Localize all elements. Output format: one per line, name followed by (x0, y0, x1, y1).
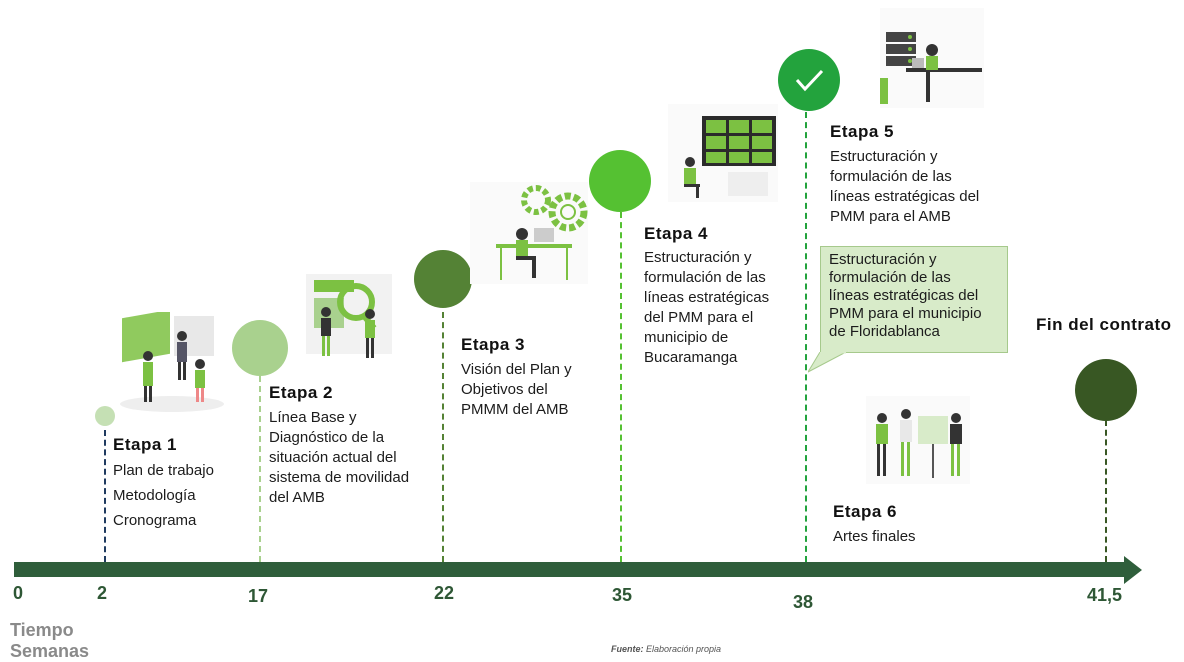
text-line: formulación de las (830, 168, 952, 185)
tick-label: 2 (97, 583, 108, 603)
stage2-title: Etapa 2 (269, 383, 333, 402)
axis-label: Tiempo Semanas (10, 620, 89, 662)
text-line: situación actual del (269, 449, 397, 466)
text-line: Línea Base y (269, 409, 357, 426)
stage1-items: Plan de trabajo Metodología Cronograma (113, 458, 214, 533)
stage5-marker (778, 49, 840, 111)
text-line: Diagnóstico de la (269, 429, 385, 446)
source-prefix: Fuente: (611, 644, 644, 654)
stage5-title: Etapa 5 (830, 122, 894, 141)
stage5-description: Estructuración y formulación de las líne… (830, 147, 979, 227)
tick-label: 38 (793, 592, 814, 612)
stage2-marker (232, 320, 288, 376)
tick-label: 22 (434, 583, 455, 603)
axis-label-line: Semanas (10, 641, 90, 661)
callout-pointer (808, 352, 847, 373)
stage2-description: Línea Base y Diagnóstico de la situación… (269, 408, 409, 508)
stage3-guide (442, 312, 444, 562)
stage5-guide (805, 112, 807, 562)
list-item: Metodología (113, 487, 196, 504)
text-line: Estructuración y (644, 249, 752, 266)
text-line: de Floridablanca (829, 323, 940, 340)
stage4-guide (620, 212, 622, 562)
tick-label: 17 (248, 586, 269, 606)
text-line: formulación de las (644, 269, 766, 286)
text-line: del AMB (269, 489, 325, 506)
text-line: PMM para el municipio (829, 305, 982, 322)
text-line: Estructuración y (830, 148, 938, 165)
floridablanca-callout: Estructuración y formulación de las líne… (820, 246, 1008, 353)
stage4-description: Estructuración y formulación de las líne… (644, 248, 769, 368)
text-line: Objetivos del (461, 381, 548, 398)
text-line: PMM para el AMB (830, 208, 951, 225)
text-line: sistema de movilidad (269, 469, 410, 486)
end-guide (1105, 420, 1107, 562)
list-item: Plan de trabajo (113, 462, 214, 479)
stage3-title: Etapa 3 (461, 335, 525, 354)
tick-label: 0 (13, 583, 24, 603)
stage3-illustration (470, 182, 588, 284)
text-line: Estructuración y (829, 251, 937, 268)
text-line: del PMM para el (644, 309, 754, 326)
end-marker (1075, 359, 1137, 421)
stage2-illustration (306, 274, 392, 358)
stage6-illustration (866, 396, 970, 484)
stage3-marker (414, 250, 472, 308)
stage1-guide (104, 430, 106, 562)
source-note: Fuente: Elaboración propia (611, 644, 721, 654)
stage1-illustration (120, 312, 224, 412)
text-line: Artes finales (833, 528, 916, 545)
stage3-description: Visión del Plan y Objetivos del PMMM del… (461, 360, 572, 420)
text-line: formulación de las (829, 269, 951, 286)
text-line: líneas estratégicas del (829, 287, 979, 304)
stage5-illustration (880, 8, 984, 108)
axis-label-line: Tiempo (10, 620, 74, 640)
list-item: Cronograma (113, 512, 197, 529)
stage6-description: Artes finales (833, 527, 916, 547)
tick-label: 41,5 (1087, 585, 1123, 605)
stage4-illustration (668, 104, 778, 202)
source-text: Elaboración propia (643, 644, 722, 654)
stage2-guide (259, 376, 261, 562)
text-line: líneas estratégicas del (830, 188, 980, 205)
stage4-marker (589, 150, 651, 212)
stage1-marker (95, 406, 115, 426)
stage6-title: Etapa 6 (833, 502, 897, 521)
checkmark-icon (795, 69, 824, 92)
stage1-title: Etapa 1 (113, 435, 177, 454)
time-axis (14, 562, 1126, 577)
end-of-contract-label: Fin del contrato (1036, 315, 1172, 334)
text-line: PMMM del AMB (461, 401, 569, 418)
tick-label: 35 (612, 585, 633, 605)
text-line: Visión del Plan y (461, 361, 572, 378)
stage4-title: Etapa 4 (644, 224, 708, 243)
time-axis-arrowhead (1124, 556, 1142, 584)
text-line: Bucaramanga (644, 349, 738, 366)
text-line: líneas estratégicas (644, 289, 770, 306)
text-line: municipio de (644, 329, 729, 346)
